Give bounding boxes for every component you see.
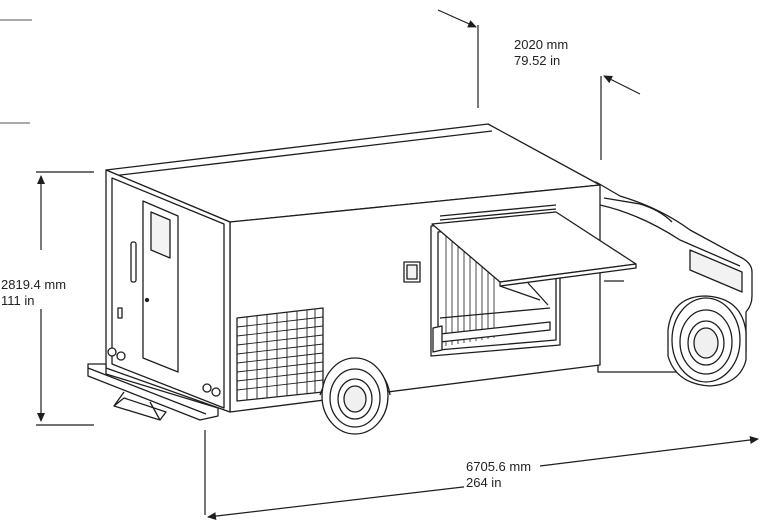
width-arrow-right: [603, 75, 641, 95]
height-in-label: 111 in: [1, 293, 35, 308]
width-dimension: [437, 9, 641, 160]
side-window: [403, 261, 421, 283]
length-mm-label: 6705.6 mm: [466, 459, 532, 474]
rear-wheel: [319, 357, 391, 435]
length-in-label: 264 in: [466, 475, 502, 490]
width-dimension-label: 2020 mm 79.52 in: [512, 37, 571, 69]
rear-door: [117, 200, 179, 373]
food-truck-illustration: [87, 123, 753, 435]
width-in-label: 79.52 in: [514, 53, 561, 68]
height-dimension: [36, 171, 94, 426]
height-mm-label: 2819.4 mm: [1, 277, 67, 292]
vent-slats: [236, 309, 324, 400]
length-dimension: [204, 430, 759, 521]
length-dimension-label: 6705.6 mm 264 in: [464, 459, 534, 491]
width-mm-label: 2020 mm: [514, 37, 569, 52]
awning: [431, 204, 637, 306]
corner-rules: [0, 19, 32, 124]
rear-lights: [107, 347, 221, 397]
front-wheel: [667, 295, 747, 387]
width-arrow-left: [437, 9, 477, 28]
height-dimension-label: 2819.4 mm 111 in: [0, 277, 69, 309]
rear-bumper: [87, 363, 219, 421]
